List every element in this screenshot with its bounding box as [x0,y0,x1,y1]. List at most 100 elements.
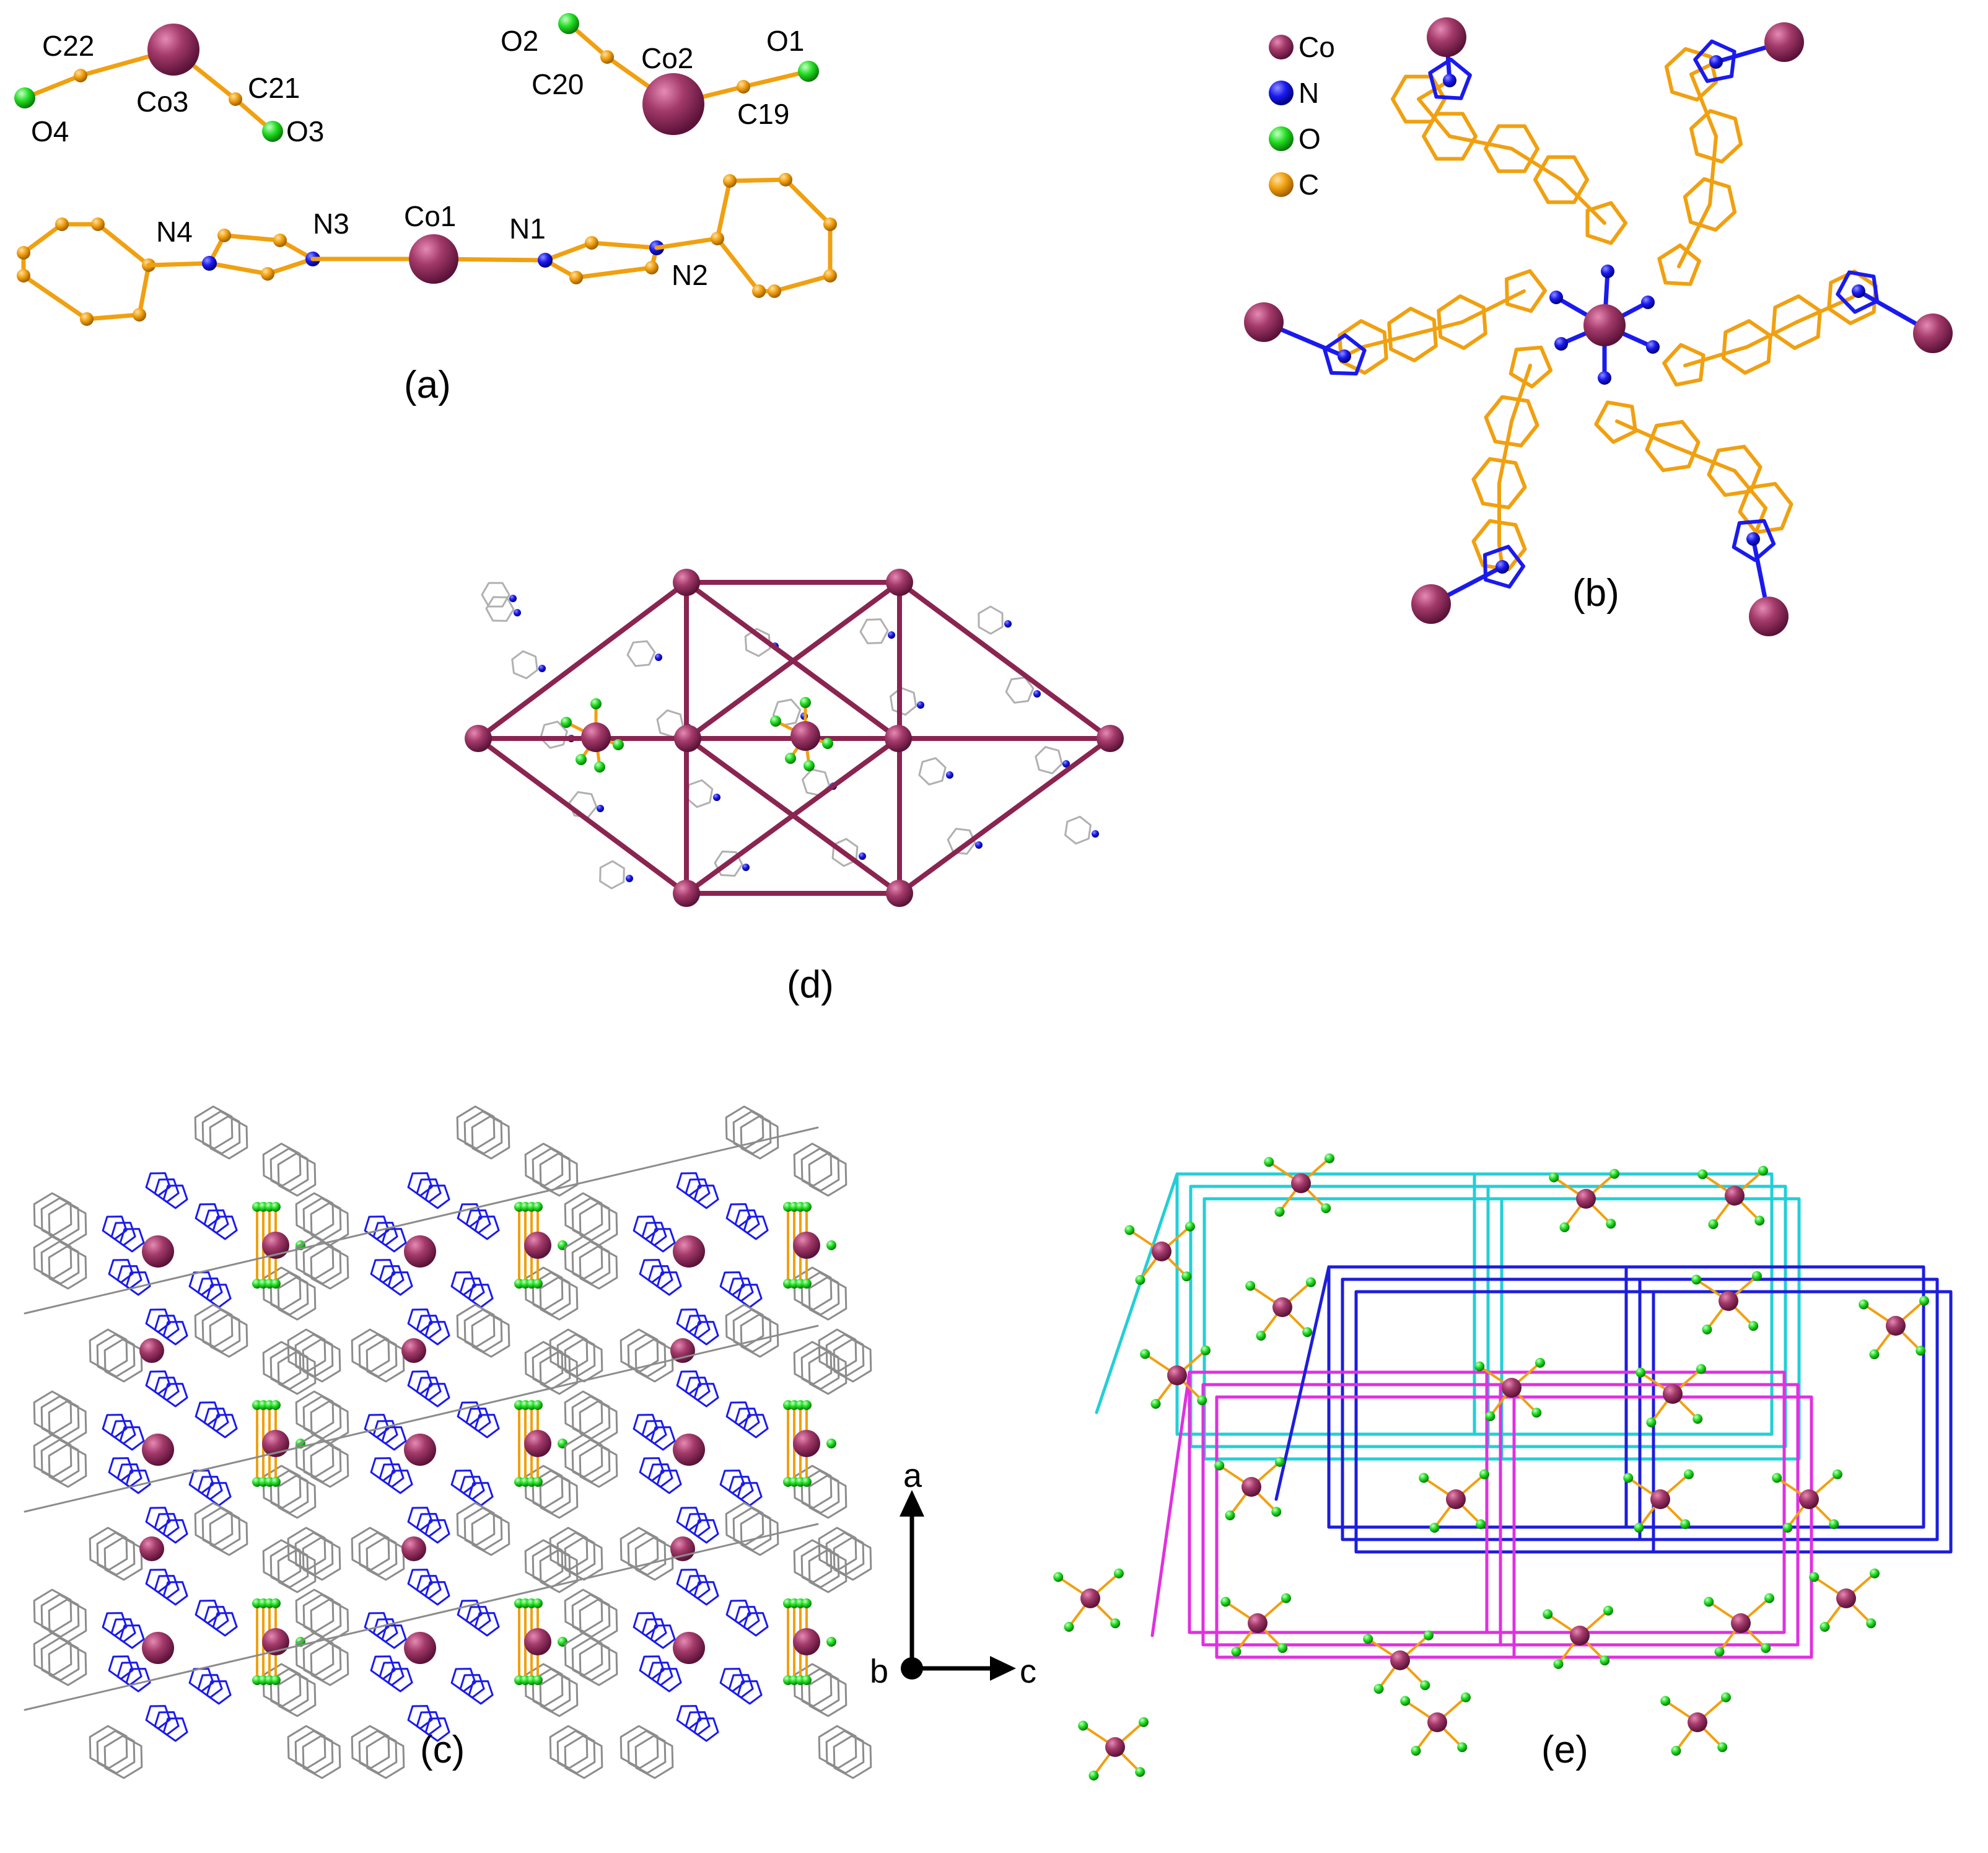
packing-imidazole-ring [633,1612,659,1637]
packing-phenyl-ring [48,1245,87,1290]
n-atom [1598,371,1611,385]
o-atom [1603,1605,1613,1616]
packing-phenyl-ring [209,1313,248,1358]
packing-imidazole-ring [676,1370,702,1395]
co-carbonyl-anion [1691,1271,1762,1334]
o-atom [1281,1593,1291,1603]
packing-phenyl-ring [463,1110,503,1155]
co-atom [1167,1365,1187,1385]
caption-e: (e) [1541,1728,1588,1771]
co-atom [1719,1291,1738,1311]
ligand-ring-hint [511,650,538,680]
co-atom [1390,1650,1410,1670]
packing-imidazole-ring [162,1581,188,1606]
packing-imidazole-ring [110,1222,136,1246]
packing-imidazole-ring [162,1383,188,1408]
packing-phenyl-ring [800,1147,840,1192]
o-atom [1363,1634,1373,1644]
co-atom [1105,1737,1125,1757]
bond [1510,364,1532,423]
packing-phenyl-ring [833,1735,872,1779]
cell-face [1473,1172,1774,1436]
co-carbonyl-anion [1140,1345,1211,1409]
packing-phenyl-ring [564,1632,603,1676]
packing-phenyl-ring [579,1245,618,1290]
packing-phenyl-ring [194,1105,234,1150]
axis-b-label: b [870,1653,888,1690]
blue-net [1624,1265,1953,1554]
o-atom [1714,1647,1725,1657]
packing-phenyl-ring [620,1725,659,1769]
co-carbonyl-anion [1772,1469,1842,1533]
packing-phenyl-ring [33,1434,72,1478]
packing-imidazole-ring [145,1172,171,1197]
packing-imidazole-ring [693,1321,719,1346]
packing-phenyl-ring [740,1512,779,1556]
o-atom [1761,1643,1771,1654]
packing-imidazole-ring [162,1519,188,1544]
framework-edge [476,580,689,741]
co-carbonyl-anion [1419,1469,1489,1533]
co-carbonyl-anion [1474,1357,1545,1421]
packing-imidazole-ring [407,1370,433,1395]
o-atom [1424,1630,1434,1641]
co-carbonyl-anion [1245,1277,1316,1341]
co-carbonyl-anion [1697,1165,1768,1229]
packing-imidazole-ring [725,1401,751,1426]
o-atom [1697,1169,1708,1180]
n-atom [1554,337,1568,351]
packing-phenyl-ring [302,1735,341,1779]
o-atom [804,760,815,771]
magenta-edge [1150,1370,1191,1637]
packing-imidazole-ring [370,1259,396,1284]
blue-net [1327,1265,1655,1554]
co-carbonyl-anion [1214,1457,1285,1520]
o-atom [1916,1346,1926,1356]
n-atom [202,256,217,271]
panel-e-interpenetration [1053,1153,1953,1781]
ligand-arm [1594,323,1793,636]
o-atom [533,1202,543,1212]
o-atom [262,121,283,142]
co-atom [581,722,611,752]
co-atom [1583,304,1626,346]
co-atom [673,880,700,907]
packing-phenyl-ring [194,1502,234,1546]
packing-phenyl-ring [627,1333,667,1378]
packing-imidazole-ring [162,1185,188,1209]
co-atom [793,1628,820,1655]
packing-imidazole-ring [379,1662,405,1686]
co-atom [1570,1626,1590,1645]
packing-phenyl-ring [277,1474,317,1519]
ligand-ring-hint [918,757,947,786]
n-atom [1092,830,1099,838]
bond [1708,134,1718,206]
ligand-ring-hint [947,828,976,855]
packing-imidazole-ring [188,1271,214,1296]
packing-phenyl-ring [351,1725,390,1769]
packing-imidazole-ring [450,1668,476,1693]
packing-imidazole-ring [212,1414,238,1439]
o-atom [1606,1219,1616,1229]
packing-phenyl-ring [277,1549,317,1593]
phenyl-ring-right [715,177,833,294]
o-atom [802,1675,812,1685]
co-atom [1913,313,1953,353]
packing-imidazole-ring [641,1420,667,1445]
co-atom [1764,22,1804,62]
o-atom [1474,1361,1485,1372]
o-atom [1214,1460,1225,1471]
packing-phenyl-ring [808,1152,847,1197]
packing-imidazole-ring [203,1408,229,1432]
packing-phenyl-ring [471,1313,510,1358]
framework-edge [685,580,902,741]
o-atom [826,1240,836,1250]
o-atom [1702,1325,1712,1334]
label-o2: O2 [501,25,538,57]
packing-phenyl-ring [556,1730,596,1774]
co-atom [793,1430,820,1457]
packing-phenyl-ring [269,1147,309,1192]
packing-phenyl-ring [33,1192,72,1237]
packing-imidazole-ring [641,1222,667,1246]
